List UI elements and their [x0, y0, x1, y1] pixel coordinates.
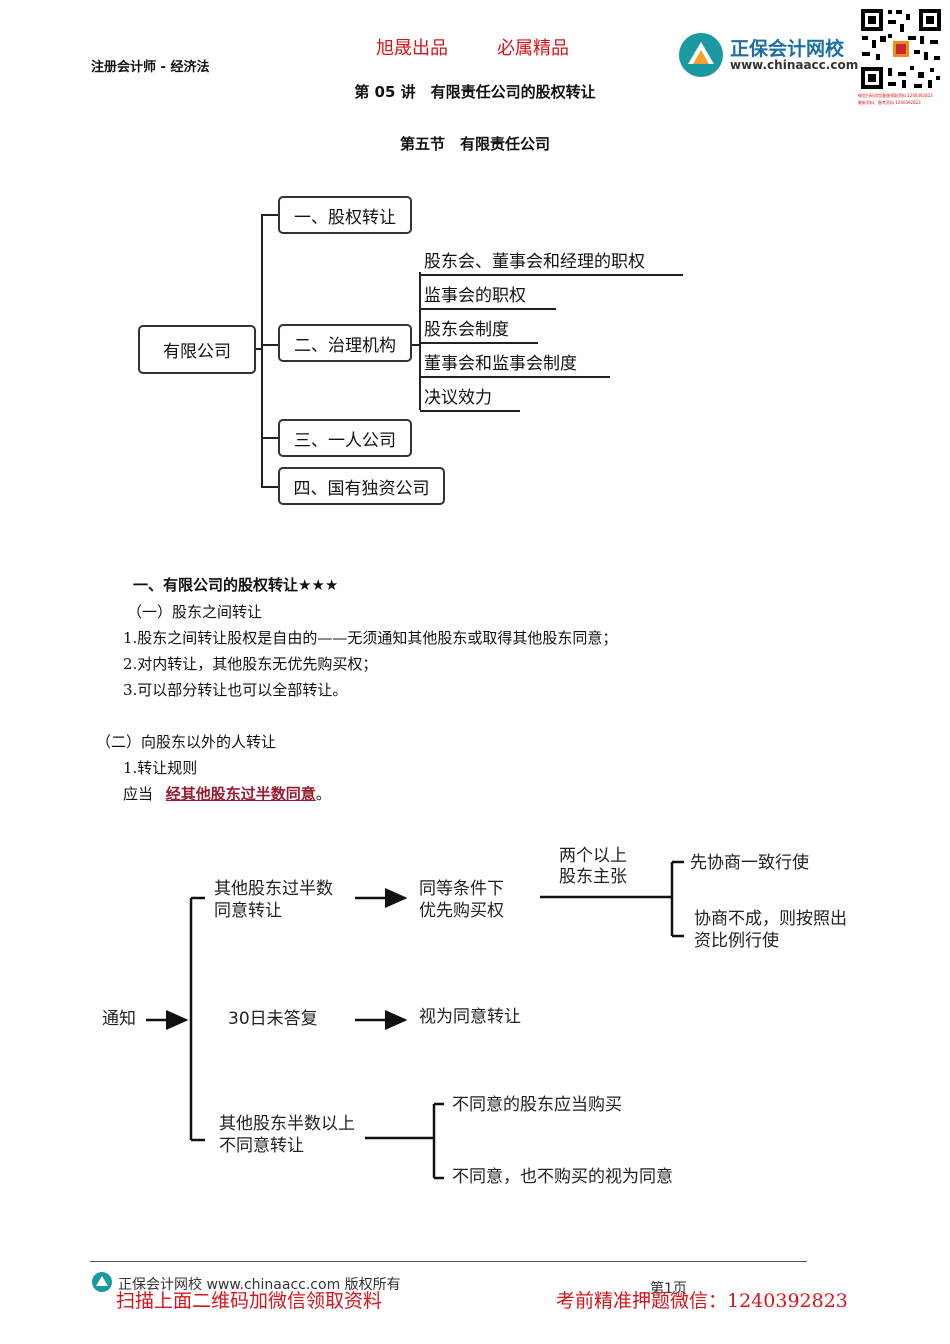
mindmap-branch-governance: 二、治理机构	[278, 324, 412, 362]
flow-multiple-claimants-line2: 股东主张	[559, 867, 627, 887]
consent-rule: 应当 经其他股东过半数同意。	[123, 783, 331, 804]
mindmap-governance-item: 监事会的职权	[420, 281, 556, 310]
slogan-1: 旭晟出品	[376, 38, 448, 59]
flow-majority-consent-line1: 其他股东过半数	[214, 879, 333, 899]
flow-preemptive-right-line1: 同等条件下	[419, 879, 504, 899]
brand-logo: 正保会计网校 www.chinaacc.com	[678, 32, 858, 78]
flow-deemed-consent: 视为同意转让	[419, 1007, 521, 1027]
flow-objector-must-buy: 不同意的股东应当购买	[452, 1095, 622, 1115]
flow-notify: 通知	[102, 1009, 136, 1029]
footer-divider	[90, 1261, 807, 1262]
footer-page-number: 第1页	[650, 1281, 687, 1297]
footer-logo-icon	[92, 1272, 112, 1292]
subheading-between-shareholders: （一）股东之间转让	[127, 603, 263, 621]
flow-negotiate: 先协商一致行使	[690, 853, 809, 873]
qr-caption-2: 最新资料、备考资料 1240392823	[858, 100, 921, 105]
mindmap-governance-item: 董事会和监事会制度	[420, 349, 610, 378]
flow-proportional-line1: 协商不成，则按照出	[694, 909, 847, 929]
flow-majority-object-line2: 不同意转让	[219, 1136, 304, 1156]
heading-equity-transfer: 一、有限公司的股权转让★★★	[133, 576, 339, 594]
subheading-to-outsiders: （二）向股东以外的人转让	[96, 733, 277, 751]
course-title: 注册会计师 - 经济法	[91, 60, 210, 75]
section-title: 第五节 有限责任公司	[399, 135, 550, 153]
flow-proportional-line2: 资比例行使	[694, 931, 779, 951]
mindmap-governance-item: 股东会、董事会和经理的职权	[420, 247, 683, 276]
qr-code-icon	[858, 6, 944, 92]
flow-no-buy-deemed-consent: 不同意，也不购买的视为同意	[452, 1167, 673, 1187]
flow-no-reply-30-days: 30日未答复	[228, 1009, 318, 1029]
rule-item: 3.可以部分转让也可以全部转让。	[123, 681, 348, 699]
footer-promo-wechat: 考前精准押题微信：1240392823	[556, 1290, 848, 1312]
qr-caption-1: 微信扫码添加客服领取资料 1240392823	[858, 93, 933, 98]
footer-promo-qr: 扫描上面二维码加微信领取资料	[116, 1290, 383, 1312]
consent-prefix: 应当	[123, 785, 154, 803]
flow-preemptive-right-line2: 优先购买权	[419, 901, 504, 921]
lecture-title: 第 05 讲 有限责任公司的股权转让	[354, 83, 596, 101]
mindmap-branch-state-owned-company: 四、国有独资公司	[278, 467, 445, 505]
rule-item: 1.股东之间转让股权是自由的——无须通知其他股东或取得其他股东同意；	[123, 629, 618, 647]
flow-majority-object-line1: 其他股东半数以上	[219, 1114, 355, 1134]
mindmap-branch-equity-transfer: 一、股权转让	[278, 196, 412, 234]
mindmap-root: 有限公司	[138, 325, 256, 374]
consent-highlight: 经其他股东过半数同意	[165, 785, 316, 803]
brand-url: www.chinaacc.com	[730, 58, 859, 72]
rule-item: 2.对内转让，其他股东无优先购买权；	[123, 655, 378, 673]
brand-name: 正保会计网校	[730, 38, 845, 60]
brand-logo-icon	[679, 33, 723, 77]
qr-code: 微信扫码添加客服领取资料 1240392823 最新资料、备考资料 124039…	[858, 6, 944, 110]
flow-majority-consent-line2: 同意转让	[214, 901, 282, 921]
mindmap-governance-item: 股东会制度	[420, 315, 538, 344]
rule-title: 1.转让规则	[123, 759, 198, 777]
flow-multiple-claimants-line1: 两个以上	[559, 846, 627, 866]
mindmap-branch-one-person-company: 三、一人公司	[278, 419, 412, 457]
footer-copyright: 正保会计网校 www.chinaacc.com 版权所有	[118, 1277, 401, 1293]
consent-suffix: 。	[315, 785, 331, 803]
slogan-2: 必属精品	[497, 38, 569, 59]
mindmap-governance-item: 决议效力	[420, 383, 520, 412]
